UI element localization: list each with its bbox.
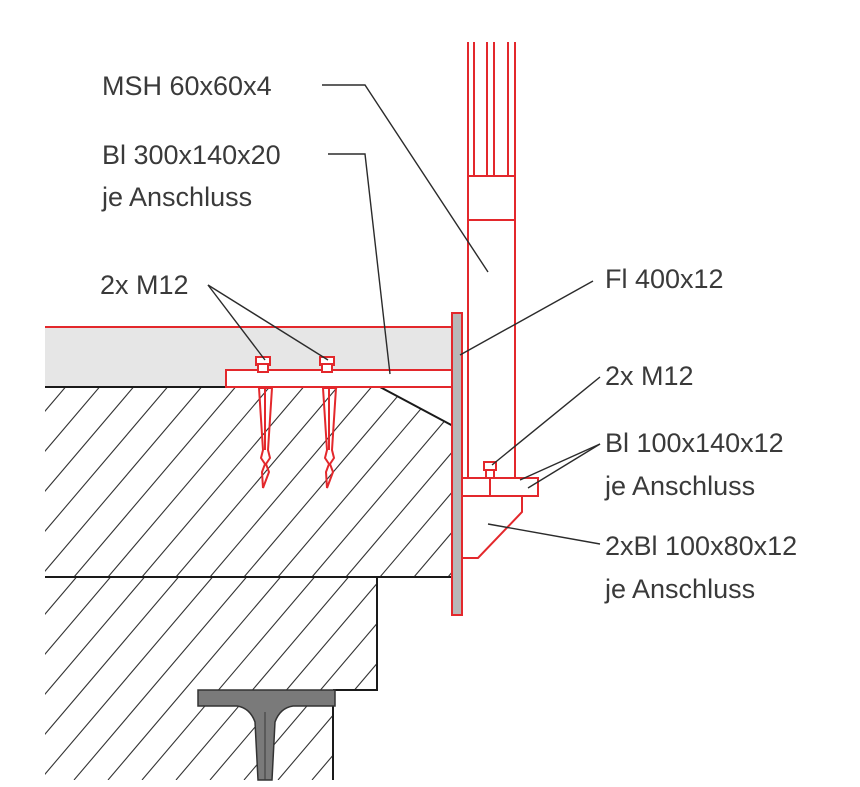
hatch-line xyxy=(141,387,304,577)
beam-outline xyxy=(333,577,378,691)
hatch-line xyxy=(379,387,455,577)
hatch-line xyxy=(550,577,723,780)
hatch-line xyxy=(822,387,860,577)
flat-bar-400x12 xyxy=(451,312,463,616)
leader-bl100-a xyxy=(519,443,601,481)
hatch-line xyxy=(380,577,553,780)
hatch-line xyxy=(175,577,349,780)
hatch-line xyxy=(45,577,213,780)
label-bl300-line1: Bl 300x140x20 xyxy=(102,140,281,170)
hatch-line xyxy=(686,577,859,780)
hatch-line xyxy=(73,577,247,780)
hatch-line xyxy=(822,577,860,780)
hatch-line xyxy=(311,387,455,577)
hatch-line xyxy=(73,387,236,577)
hatch-line xyxy=(45,387,66,577)
label-bl2x-line2: je Anschluss xyxy=(604,574,755,604)
hatch-line xyxy=(45,387,168,577)
label-bl2x-line1: 2xBl 100x80x12 xyxy=(605,531,797,561)
hatch-line xyxy=(618,577,791,780)
hatch-line xyxy=(414,577,587,780)
slab-edge-chamfer xyxy=(379,386,456,428)
label-fl400: Fl 400x12 xyxy=(605,264,724,294)
hatch-line xyxy=(277,577,377,780)
hatch-line xyxy=(45,577,145,780)
concrete-beam-hatch xyxy=(0,577,860,780)
hollow-section-msh-60x60x4 xyxy=(467,42,516,478)
hatch-line xyxy=(45,577,77,780)
leader-m12-right xyxy=(491,376,601,466)
hatch-line xyxy=(652,577,825,780)
anchor-m12-left-2 xyxy=(319,356,338,489)
stiffener-2x-100x80x12 xyxy=(461,495,523,559)
hatch-line xyxy=(448,577,621,780)
hatch-line xyxy=(856,577,860,780)
hatch-line xyxy=(345,577,377,780)
leader-msh xyxy=(322,84,489,273)
hatch-line xyxy=(516,577,689,780)
leader-fl400 xyxy=(459,280,594,356)
leader-m12-left-a xyxy=(207,284,266,361)
hatch-line xyxy=(584,577,757,780)
hatch-line xyxy=(856,387,860,577)
hatch-line xyxy=(277,387,440,577)
hatch-line xyxy=(175,387,338,577)
hatch-line xyxy=(0,577,9,780)
hatch-line xyxy=(788,387,860,577)
concrete-slab-hatch xyxy=(0,387,860,577)
leader-m12-left-b xyxy=(207,284,329,361)
hatch-line xyxy=(0,387,32,577)
hatch-line xyxy=(788,577,860,780)
hatch-line xyxy=(243,387,406,577)
hatch-line xyxy=(45,387,100,577)
label-bl100-line1: Bl 100x140x12 xyxy=(605,428,784,458)
hatch-line xyxy=(45,577,111,780)
plate-100x140x12 xyxy=(461,477,539,497)
hatch-line xyxy=(482,577,655,780)
hatch-line xyxy=(0,577,43,780)
hatch-line xyxy=(45,387,134,577)
label-msh: MSH 60x60x4 xyxy=(102,71,272,101)
label-m12-left: 2x M12 xyxy=(100,270,189,300)
hatch-line xyxy=(754,577,860,780)
hatch-line xyxy=(209,387,372,577)
leader-bl100-b xyxy=(527,443,601,489)
hatch-line xyxy=(345,387,455,577)
label-bl300-line2: je Anschluss xyxy=(101,182,252,212)
hatch-line xyxy=(209,577,377,780)
leader-bl300 xyxy=(328,153,391,375)
hatch-line xyxy=(413,387,455,577)
label-bl100-line2: je Anschluss xyxy=(604,471,755,501)
hatch-line xyxy=(107,577,281,780)
hatch-line xyxy=(720,577,860,780)
label-m12-right: 2x M12 xyxy=(605,361,694,391)
leader-bl2x xyxy=(487,523,601,545)
hatch-line xyxy=(45,577,179,780)
hatch-line xyxy=(141,577,315,780)
hatch-line xyxy=(107,387,270,577)
steel-i-beam xyxy=(197,689,336,781)
hatch-line xyxy=(45,387,202,577)
